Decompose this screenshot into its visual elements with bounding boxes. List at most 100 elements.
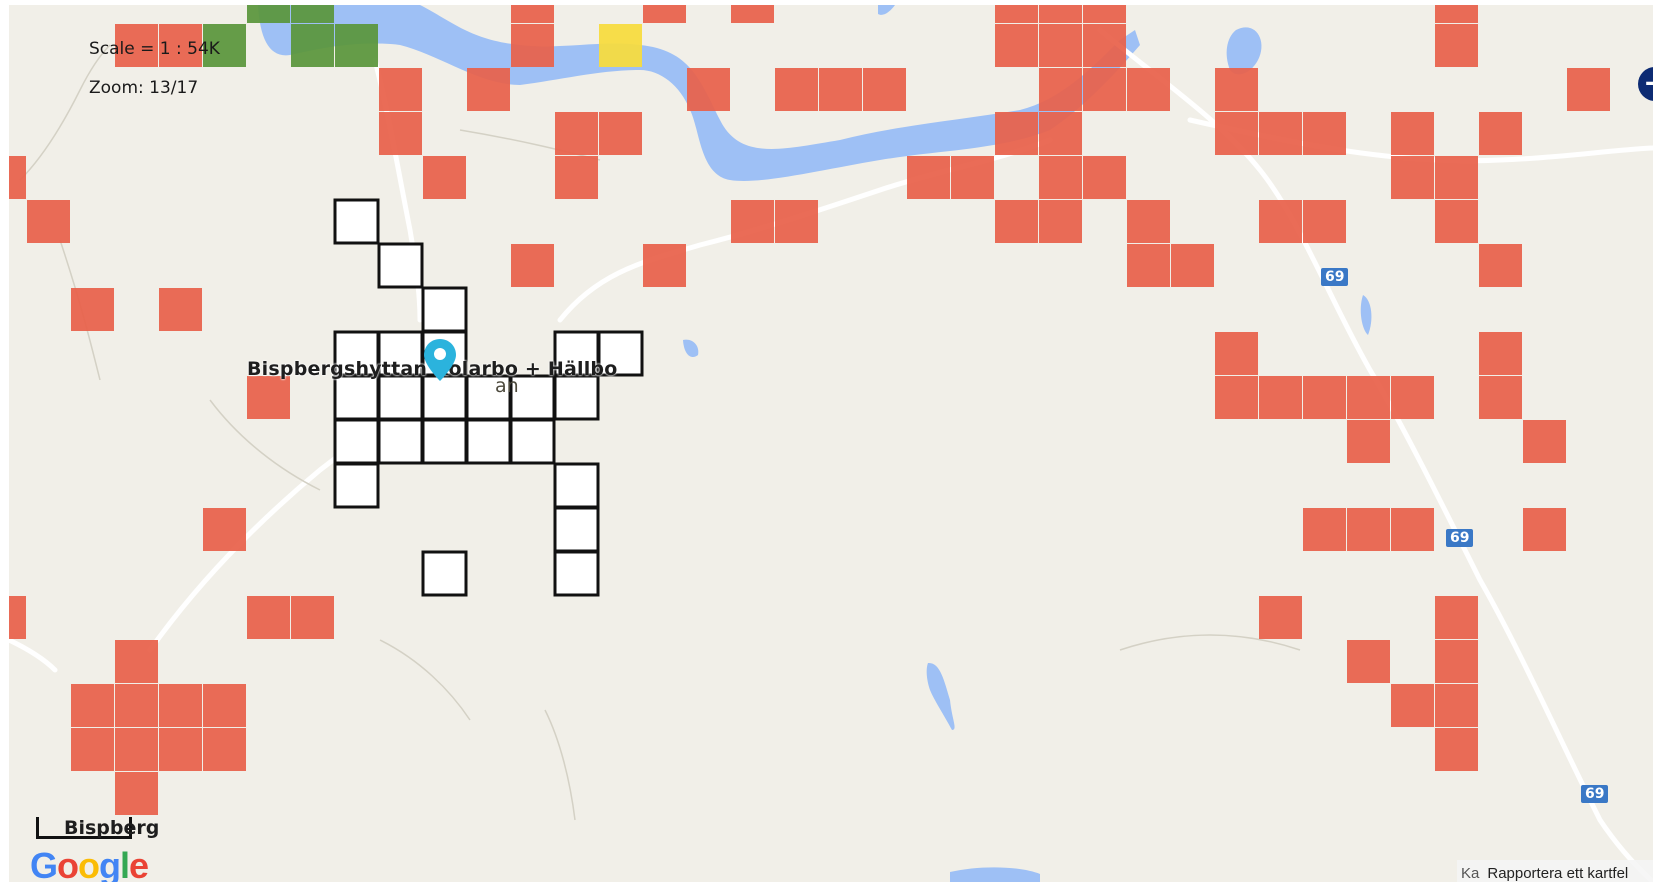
tile-red[interactable] xyxy=(159,24,202,67)
tile-red[interactable] xyxy=(1347,640,1390,683)
tile-red[interactable] xyxy=(1479,112,1522,155)
map-marker-icon[interactable] xyxy=(422,337,458,387)
tile-red[interactable] xyxy=(9,156,26,199)
map-canvas[interactable]: Scale = 1 : 54K Zoom: 13/17 an Bispbergs… xyxy=(9,5,1653,882)
tile-red[interactable] xyxy=(159,684,202,727)
tile-white[interactable] xyxy=(377,374,424,421)
tile-red[interactable] xyxy=(511,244,554,287)
tile-red[interactable] xyxy=(115,640,158,683)
tile-red[interactable] xyxy=(1083,5,1126,23)
tile-white[interactable] xyxy=(553,374,600,421)
tile-red[interactable] xyxy=(555,156,598,199)
tile-red[interactable] xyxy=(467,68,510,111)
tile-red[interactable] xyxy=(1391,376,1434,419)
tile-red[interactable] xyxy=(1391,156,1434,199)
tile-red[interactable] xyxy=(1303,200,1346,243)
tile-red[interactable] xyxy=(863,68,906,111)
tile-green[interactable] xyxy=(247,5,290,23)
tile-red[interactable] xyxy=(1391,112,1434,155)
tile-red[interactable] xyxy=(907,156,950,199)
tile-white[interactable] xyxy=(333,418,380,465)
tile-red[interactable] xyxy=(643,244,686,287)
tile-red[interactable] xyxy=(1347,420,1390,463)
tile-red[interactable] xyxy=(1039,68,1082,111)
tile-red[interactable] xyxy=(1479,244,1522,287)
tile-red[interactable] xyxy=(1435,200,1478,243)
tile-red[interactable] xyxy=(1479,332,1522,375)
tile-red[interactable] xyxy=(555,112,598,155)
tile-red[interactable] xyxy=(1259,376,1302,419)
tile-white[interactable] xyxy=(553,550,600,597)
tile-red[interactable] xyxy=(1039,200,1082,243)
tile-white[interactable] xyxy=(333,330,380,377)
tile-red[interactable] xyxy=(1347,376,1390,419)
tile-red[interactable] xyxy=(1435,728,1478,771)
tile-red[interactable] xyxy=(71,288,114,331)
tile-red[interactable] xyxy=(995,112,1038,155)
tile-red[interactable] xyxy=(1127,68,1170,111)
tile-white[interactable] xyxy=(509,418,556,465)
tile-red[interactable] xyxy=(1523,508,1566,551)
tile-red[interactable] xyxy=(643,5,686,23)
tile-white[interactable] xyxy=(553,330,600,377)
tile-yellow[interactable] xyxy=(599,24,642,67)
tile-white[interactable] xyxy=(421,286,468,333)
tile-red[interactable] xyxy=(1039,5,1082,23)
tile-red[interactable] xyxy=(1347,508,1390,551)
tile-red[interactable] xyxy=(115,772,158,815)
tile-red[interactable] xyxy=(1435,5,1478,23)
tile-red[interactable] xyxy=(379,68,422,111)
tile-red[interactable] xyxy=(71,684,114,727)
tile-white[interactable] xyxy=(553,462,600,509)
tile-red[interactable] xyxy=(819,68,862,111)
tile-red[interactable] xyxy=(1303,376,1346,419)
tile-red[interactable] xyxy=(1127,244,1170,287)
tile-red[interactable] xyxy=(379,112,422,155)
tile-red[interactable] xyxy=(995,24,1038,67)
tile-red[interactable] xyxy=(1039,112,1082,155)
tile-red[interactable] xyxy=(1039,24,1082,67)
tile-red[interactable] xyxy=(203,728,246,771)
tile-red[interactable] xyxy=(1567,68,1610,111)
tile-white[interactable] xyxy=(333,198,380,245)
tile-white[interactable] xyxy=(465,418,512,465)
tile-red[interactable] xyxy=(1083,68,1126,111)
tile-red[interactable] xyxy=(1435,156,1478,199)
tile-red[interactable] xyxy=(203,684,246,727)
tile-red[interactable] xyxy=(1083,24,1126,67)
tile-red[interactable] xyxy=(423,156,466,199)
tile-red[interactable] xyxy=(1215,376,1258,419)
map-svg[interactable] xyxy=(9,5,1653,882)
tile-red[interactable] xyxy=(1435,24,1478,67)
tile-red[interactable] xyxy=(775,68,818,111)
tile-red[interactable] xyxy=(159,728,202,771)
tile-red[interactable] xyxy=(291,596,334,639)
tile-red[interactable] xyxy=(9,596,26,639)
tile-red[interactable] xyxy=(1479,376,1522,419)
tile-red[interactable] xyxy=(1523,420,1566,463)
tile-red[interactable] xyxy=(1171,244,1214,287)
tile-white[interactable] xyxy=(553,506,600,553)
tile-red[interactable] xyxy=(71,728,114,771)
tile-red[interactable] xyxy=(1259,112,1302,155)
tile-red[interactable] xyxy=(1215,332,1258,375)
tile-red[interactable] xyxy=(1215,68,1258,111)
tile-red[interactable] xyxy=(599,112,642,155)
tile-red[interactable] xyxy=(247,596,290,639)
tile-red[interactable] xyxy=(159,288,202,331)
tile-red[interactable] xyxy=(115,728,158,771)
zoom-in-button[interactable]: + xyxy=(1638,67,1653,101)
tile-white[interactable] xyxy=(377,242,424,289)
tile-red[interactable] xyxy=(1215,112,1258,155)
tile-green[interactable] xyxy=(335,24,378,67)
tile-red[interactable] xyxy=(775,200,818,243)
tile-red[interactable] xyxy=(115,684,158,727)
tile-red[interactable] xyxy=(731,5,774,23)
tile-red[interactable] xyxy=(995,200,1038,243)
tile-red[interactable] xyxy=(1259,596,1302,639)
tile-red[interactable] xyxy=(1303,508,1346,551)
tile-red[interactable] xyxy=(1435,684,1478,727)
tile-red[interactable] xyxy=(1083,156,1126,199)
tile-white[interactable] xyxy=(333,374,380,421)
tile-white[interactable] xyxy=(421,418,468,465)
